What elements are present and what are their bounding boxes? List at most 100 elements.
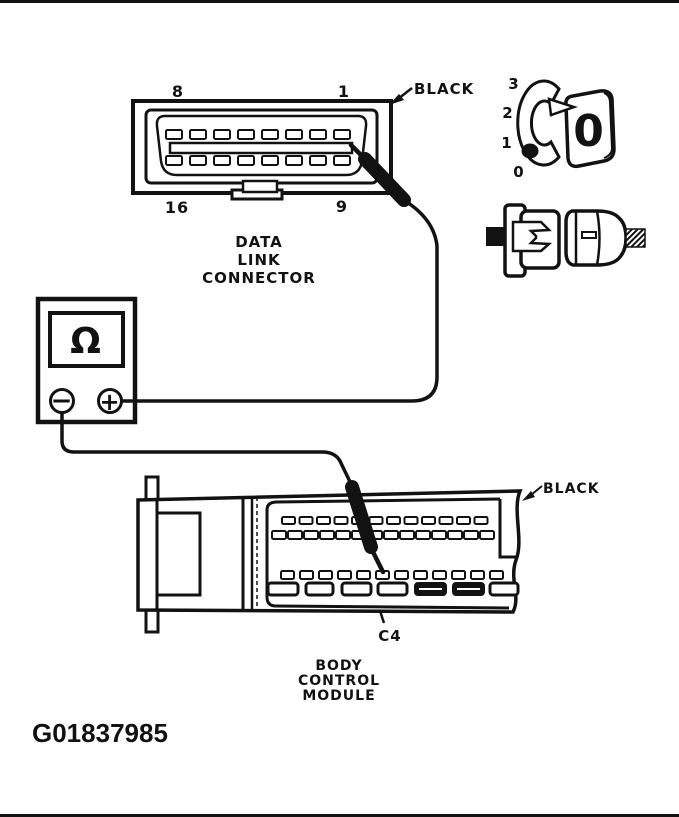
positive-lead-wire bbox=[120, 197, 439, 403]
pin bbox=[368, 516, 384, 525]
pin bbox=[386, 516, 401, 525]
bcm-bracket-opening bbox=[155, 511, 202, 597]
figure-id: G01837985 bbox=[32, 718, 168, 748]
c4-pointer-line bbox=[378, 610, 386, 624]
pin bbox=[165, 129, 183, 140]
dlc-caption-line2: LINK bbox=[237, 251, 281, 269]
pin bbox=[299, 570, 314, 580]
dlc-probe-body bbox=[358, 152, 411, 207]
bcm-slot-stripe bbox=[457, 588, 480, 590]
pin bbox=[285, 129, 303, 140]
terminal-left-wire-stub bbox=[486, 227, 506, 246]
terminal-right-slot bbox=[581, 231, 597, 239]
pin bbox=[213, 129, 231, 140]
pin bbox=[394, 570, 409, 580]
bcm-connector-callout: C4 bbox=[378, 610, 401, 645]
pin bbox=[213, 155, 231, 166]
terminal-fork-contact bbox=[511, 220, 553, 253]
ohmmeter-display bbox=[48, 311, 125, 368]
bcm-caption: BODY CONTROL MODULE bbox=[298, 658, 380, 704]
pin bbox=[438, 516, 454, 525]
bcm-pin-area-outline bbox=[265, 497, 510, 610]
negative-terminal-icon: − bbox=[51, 386, 74, 416]
pin bbox=[337, 570, 352, 580]
pin bbox=[415, 530, 431, 540]
pin bbox=[287, 530, 303, 540]
pin bbox=[456, 516, 471, 525]
pin bbox=[261, 129, 279, 140]
terminal-right-curve-line bbox=[595, 210, 601, 266]
dlc-pin-label-9: 9 bbox=[336, 197, 348, 216]
terminal-end-view: 3 2 1 0 0 bbox=[501, 75, 616, 181]
pin bbox=[333, 155, 351, 166]
positive-terminal-icon: + bbox=[99, 388, 120, 416]
dlc-center-bar bbox=[168, 141, 354, 155]
pin bbox=[335, 530, 351, 540]
pin bbox=[316, 516, 331, 525]
terminal-assembly bbox=[486, 203, 646, 278]
dlc-caption-line1: DATA bbox=[235, 233, 283, 251]
pin bbox=[318, 570, 333, 580]
terminal-index-dot bbox=[521, 143, 539, 159]
bcm-connector-label: C4 bbox=[378, 627, 401, 645]
pin bbox=[189, 155, 207, 166]
terminal-right-wire-stub bbox=[625, 228, 646, 248]
pin bbox=[413, 570, 428, 580]
scan-border-bottom bbox=[0, 814, 679, 817]
scan-border-top bbox=[0, 0, 679, 3]
pin bbox=[473, 516, 489, 525]
bcm-slot bbox=[340, 581, 373, 597]
bcm-slot bbox=[376, 581, 409, 597]
scale-label-0: 0 bbox=[513, 163, 524, 181]
dlc-wire-color-label: BLACK bbox=[414, 80, 475, 98]
data-link-connector: 8 1 16 9 bbox=[131, 82, 393, 217]
pin bbox=[280, 570, 295, 580]
terminal-lock-tab bbox=[547, 97, 578, 117]
pin bbox=[399, 530, 415, 540]
bcm-slot-row bbox=[266, 581, 520, 597]
pin bbox=[237, 129, 255, 140]
pin bbox=[303, 530, 319, 540]
bcm-black-arrowhead-icon bbox=[522, 491, 535, 501]
dlc-probe-tip bbox=[348, 142, 370, 164]
dlc-caption: DATA LINK CONNECTOR bbox=[202, 233, 315, 287]
scale-label-1: 1 bbox=[501, 134, 512, 152]
pin bbox=[421, 516, 436, 525]
pin bbox=[431, 530, 447, 540]
bcm-pin-area-notch bbox=[498, 499, 517, 559]
body-control-module bbox=[136, 475, 523, 634]
pin bbox=[333, 516, 349, 525]
bcm-probe-tip bbox=[367, 543, 386, 575]
ohmmeter-display-symbol: Ω bbox=[70, 321, 102, 362]
bcm-black-leader-line bbox=[530, 485, 543, 496]
pin bbox=[309, 129, 327, 140]
pin bbox=[319, 530, 335, 540]
pin bbox=[403, 516, 419, 525]
pin bbox=[271, 530, 287, 540]
scale-label-3: 3 bbox=[508, 75, 519, 93]
pin bbox=[451, 570, 466, 580]
bcm-mount-stub-bottom bbox=[144, 607, 160, 634]
pin bbox=[470, 570, 485, 580]
bcm-slot bbox=[304, 581, 335, 597]
bcm-slot-stripe bbox=[419, 588, 442, 590]
dlc-pin-row-bottom bbox=[165, 155, 351, 166]
pin bbox=[309, 155, 327, 166]
bcm-wire-color-label: BLACK bbox=[543, 481, 600, 497]
pin bbox=[479, 530, 495, 540]
dlc-black-arrowhead-icon bbox=[389, 94, 404, 105]
dlc-pin-label-1: 1 bbox=[338, 82, 350, 101]
bcm-pin-row-3 bbox=[280, 570, 504, 580]
ohmmeter: Ω − + bbox=[35, 296, 138, 425]
pin bbox=[261, 155, 279, 166]
pin bbox=[356, 570, 371, 580]
pin bbox=[298, 516, 314, 525]
dlc-pin-label-8: 8 bbox=[172, 82, 184, 101]
bcm-caption-line3: MODULE bbox=[302, 688, 375, 704]
bcm-caption-line2: CONTROL bbox=[298, 673, 380, 689]
scale-label-2: 2 bbox=[502, 104, 513, 122]
bcm-mount-stub-top bbox=[144, 475, 160, 503]
negative-test-lead bbox=[60, 411, 386, 575]
